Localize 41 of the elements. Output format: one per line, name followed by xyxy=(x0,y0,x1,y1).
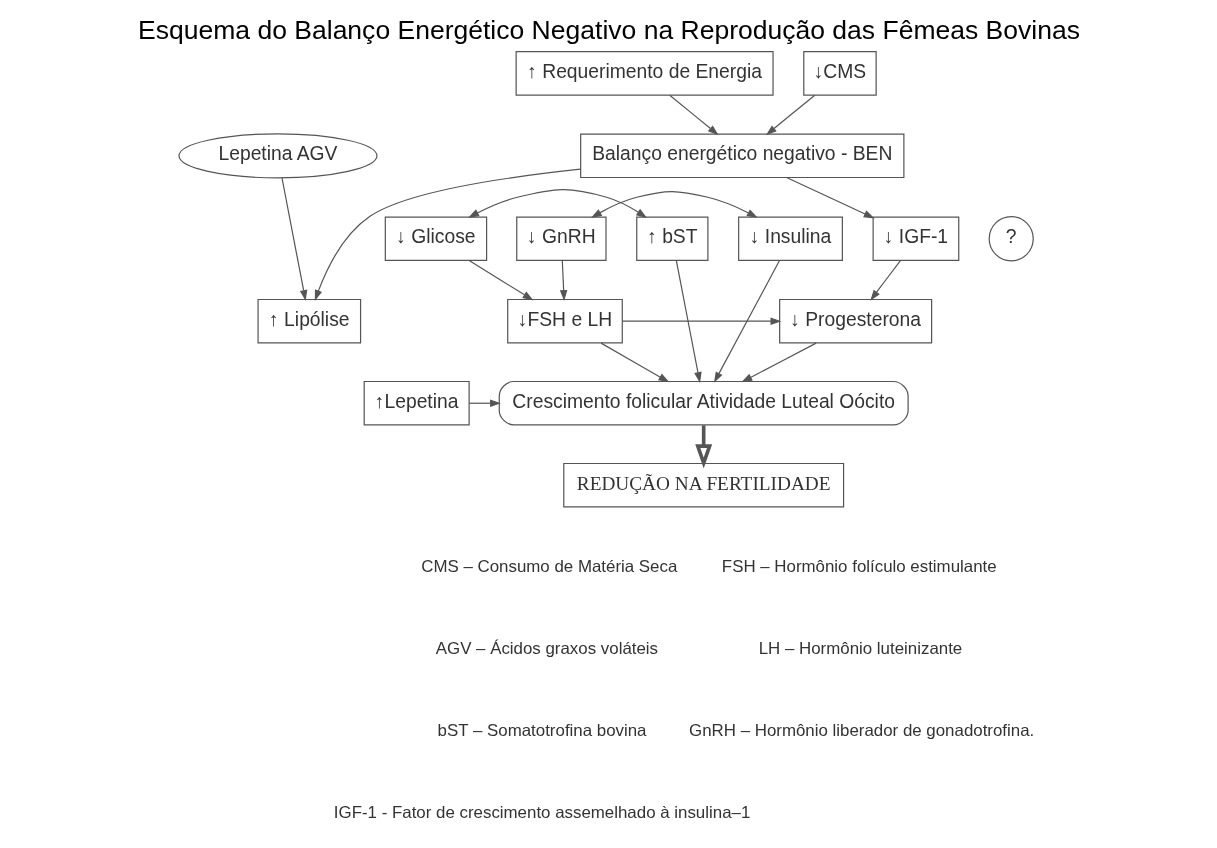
node-box: ↑ Requerimento de Energia xyxy=(515,51,774,96)
node-box: ↑Lepetina xyxy=(363,380,470,426)
node-box: ↓FSH e LH xyxy=(506,298,623,344)
label: bST – Somatotrofina bovina xyxy=(437,720,647,740)
arrow xyxy=(869,259,901,301)
arrow xyxy=(668,94,719,136)
arrow xyxy=(467,189,647,219)
arrow xyxy=(280,177,307,301)
label: FSH – Hormônio folículo estimulante xyxy=(721,556,997,576)
node-box: REDUÇÃO NA FERTILIDADE xyxy=(562,462,844,508)
arrow xyxy=(675,259,702,383)
arrow xyxy=(559,259,567,301)
label: IGF-1 - Fator de crescimento assemelhado à insulina–1 xyxy=(333,802,750,822)
node-box: ↓ GnRH xyxy=(515,216,607,262)
node-box: Balanço energético negativo - BEN xyxy=(579,133,904,179)
node-box: ↓ IGF-1 xyxy=(872,216,959,262)
node-box: ↓ Insulina xyxy=(737,216,843,262)
label: GnRH – Hormônio liberador de gonadotrofina. xyxy=(688,720,1034,740)
arrow xyxy=(713,259,780,383)
node-box: ↓ Glicose xyxy=(384,216,487,262)
arrow xyxy=(468,399,501,408)
arrow xyxy=(740,342,817,383)
node-box: ↓ Progesterona xyxy=(778,298,932,344)
node-ellipse: Lepetina AGV xyxy=(177,133,378,179)
label: LH – Hormônio luteinizante xyxy=(758,638,962,658)
arrow xyxy=(621,317,781,326)
node-box: ↑ Lipólise xyxy=(256,298,361,344)
diagram-title: Esquema do Balanço Energético Negativo na Reprodução das Fêmeas Bovinas xyxy=(137,15,1080,46)
node-box: Crescimento folicular Atividade Luteal Oócito xyxy=(498,380,909,426)
arrow xyxy=(468,259,533,301)
arrow xyxy=(590,191,758,218)
arrow xyxy=(785,176,875,219)
arrow xyxy=(694,425,712,469)
label: CMS – Consumo de Matéria Seca xyxy=(420,556,677,576)
node-circle: ? xyxy=(988,216,1034,262)
arrow xyxy=(765,94,815,136)
label: AGV – Ácidos graxos voláteis xyxy=(435,638,658,658)
arrow xyxy=(599,342,669,383)
node-box: ↓CMS xyxy=(802,51,877,96)
node-box: ↑ bST xyxy=(635,216,708,262)
arrow xyxy=(314,168,581,301)
